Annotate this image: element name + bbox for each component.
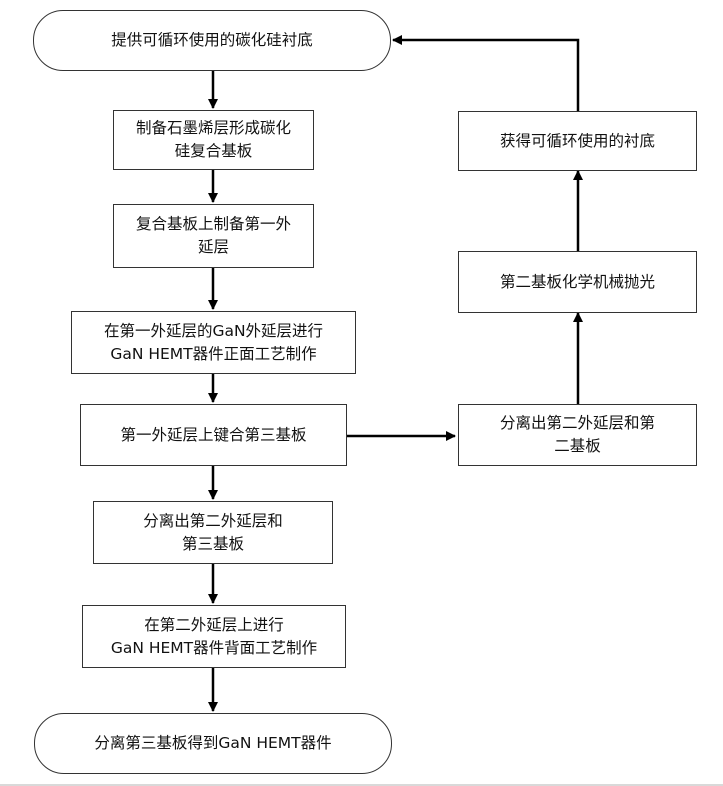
node-right3-label: 获得可循环使用的衬底 (499, 131, 655, 150)
node-step6-line1: 在第二外延层上进行 (144, 615, 284, 634)
node-step1-line2: 硅复合基板 (174, 142, 253, 160)
node-right1-line2: 二基板 (554, 437, 601, 455)
node-end: 分离第三基板得到GaN HEMT器件 (34, 713, 392, 774)
node-step6: 在第二外延层上进行 GaN HEMT器件背面工艺制作 (82, 605, 346, 668)
node-step2: 复合基板上制备第一外 延层 (113, 204, 314, 268)
node-step1: 制备石墨烯层形成碳化 硅复合基板 (113, 110, 314, 170)
node-right2-label: 第二基板化学机械抛光 (499, 272, 655, 291)
node-step6-line2: GaN HEMT器件背面工艺制作 (110, 638, 318, 657)
node-step4: 第一外延层上键合第三基板 (80, 404, 347, 466)
node-right1: 分离出第二外延层和第 二基板 (458, 404, 697, 466)
node-right2: 第二基板化学机械抛光 (458, 251, 697, 313)
node-step5-line2: 第三基板 (181, 534, 244, 553)
node-right1-line1: 分离出第二外延层和第 (499, 414, 655, 432)
node-step5-line1: 分离出第二外延层和 (143, 511, 283, 530)
edge-right3-start (392, 35, 580, 111)
bottom-border-line (0, 784, 723, 786)
node-step5: 分离出第二外延层和 第三基板 (93, 501, 333, 564)
node-step3: 在第一外延层的GaN外延层进行 GaN HEMT器件正面工艺制作 (71, 311, 356, 374)
node-step3-line1: 在第一外延层的GaN外延层进行 (103, 321, 324, 340)
node-start: 提供可循环使用的碳化硅衬底 (33, 10, 391, 71)
node-start-label: 提供可循环使用的碳化硅衬底 (111, 31, 313, 49)
node-step2-line1: 复合基板上制备第一外 (135, 215, 291, 233)
node-step2-line2: 延层 (197, 238, 229, 256)
node-step3-line2: GaN HEMT器件正面工艺制作 (110, 344, 317, 363)
node-end-label: 分离第三基板得到GaN HEMT器件 (94, 734, 332, 752)
node-right3: 获得可循环使用的衬底 (458, 111, 697, 171)
node-step1-line1: 制备石墨烯层形成碳化 (135, 119, 291, 137)
node-step4-label: 第一外延层上键合第三基板 (120, 425, 307, 444)
